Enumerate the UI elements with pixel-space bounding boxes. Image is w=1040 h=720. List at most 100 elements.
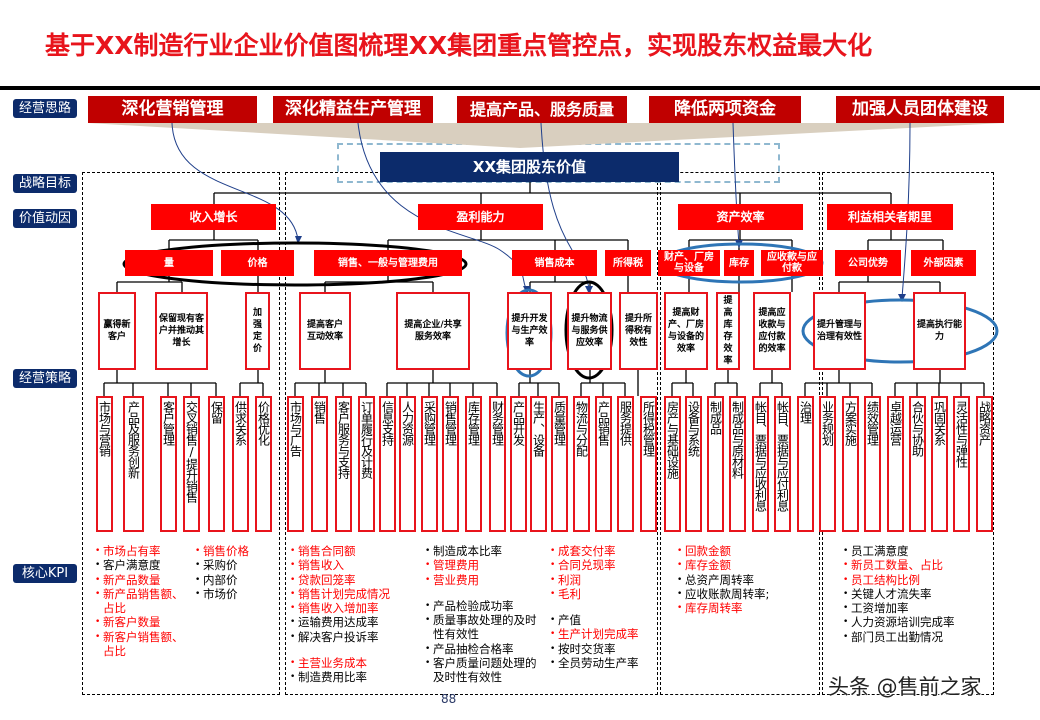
strategy-box: 提高企业/共享服务效率 bbox=[396, 292, 470, 370]
idea-quality: 提高产品、服务质量 bbox=[457, 96, 627, 123]
kpi-item: 市场价 bbox=[195, 587, 249, 602]
kpi-item: 贷款回笼率 bbox=[290, 573, 390, 588]
action-box: 所得税管理 bbox=[640, 396, 657, 532]
kpi-item: 人力资源培训完成率 bbox=[843, 615, 955, 630]
strategy-box: 赢得新客户 bbox=[98, 292, 136, 370]
action-box: 服务提供 bbox=[617, 396, 634, 532]
idea-team-building: 加强人员团体建设 bbox=[836, 96, 1004, 123]
title-divider bbox=[0, 86, 1040, 90]
action-box: 客户服务与支持 bbox=[335, 396, 352, 532]
group-revenue bbox=[82, 172, 280, 695]
driver-stakeholders: 利益相关者期里 bbox=[827, 204, 953, 230]
action-box: 市场与广告 bbox=[287, 396, 304, 532]
kpi-item: 销售价格 bbox=[195, 544, 249, 559]
kpi-list: 成套交付率合同兑现率利润毛利产值生产计划完成率按时交货率全员劳动生产率 bbox=[550, 544, 639, 671]
kpi-item: 销售合同额 bbox=[290, 544, 390, 559]
action-box: 价格优化 bbox=[255, 396, 272, 532]
sub-driver: 财产、厂房与设备 bbox=[658, 250, 720, 276]
funnel-shape bbox=[88, 123, 1004, 148]
sub-driver: 销售、一般与管理费用 bbox=[314, 250, 462, 276]
kpi-list: 销售价格采购价内部价市场价 bbox=[195, 544, 249, 601]
focus-ellipse-governance bbox=[801, 298, 999, 364]
kpi-item: 产品抽检合格率 bbox=[425, 642, 545, 657]
action-box: 巩固关系 bbox=[931, 396, 948, 532]
focus-ellipse-logistics bbox=[564, 280, 614, 380]
action-box: 帐目、票据与应付利息 bbox=[774, 396, 791, 532]
kpi-item: 利润 bbox=[550, 573, 639, 588]
action-box: 市场与营销 bbox=[96, 396, 113, 532]
driver-profitability: 盈利能力 bbox=[418, 204, 543, 230]
row-label-strategies: 经营策略 bbox=[13, 369, 77, 388]
shareholder-value: XX集团股东价值 bbox=[380, 152, 679, 182]
kpi-item: 成套交付率 bbox=[550, 544, 639, 559]
action-box: 订单履行及计费 bbox=[358, 396, 375, 532]
action-box: 帐目、票据与应收利息 bbox=[752, 396, 769, 532]
strategy-box: 保留现有客户并推动其增长 bbox=[155, 292, 208, 370]
kpi-item: 解决客户投诉率 bbox=[290, 630, 390, 645]
kpi-item: 全员劳动生产率 bbox=[550, 656, 639, 671]
kpi-list: 员工满意度新员工数量、占比员工结构比例关键人才流失率工资增加率人力资源培训完成率… bbox=[843, 544, 955, 644]
strategy-box: 提升物流与服务供应效率 bbox=[567, 292, 612, 370]
kpi-item: 销售计划完成情况 bbox=[290, 587, 390, 602]
focus-ellipse-volume-expense bbox=[122, 241, 468, 287]
strategy-box: 提升开发与生产效率 bbox=[507, 292, 552, 370]
page-number: 88 bbox=[441, 692, 457, 706]
sub-driver: 价格 bbox=[221, 250, 294, 276]
kpi-item: 工资增加率 bbox=[843, 601, 955, 616]
kpi-item: 管理费用 bbox=[425, 558, 545, 573]
kpi-item: 新产品数量 bbox=[95, 573, 190, 588]
kpi-list: 回款金额库存金额总资产周转率应收账款周转率;库存周转率 bbox=[677, 544, 769, 616]
action-box: 业务规划 bbox=[819, 396, 836, 532]
row-label-ideas: 经营思路 bbox=[13, 99, 77, 118]
sub-driver: 公司优势 bbox=[835, 250, 901, 276]
kpi-item: 客户质量问题处理的及时性有效性 bbox=[425, 656, 545, 685]
kpi-item: 销售收入增加率 bbox=[290, 601, 390, 616]
strategy-box: 提高应收款与应付款的效率 bbox=[753, 292, 791, 370]
strategy-box: 加强定价 bbox=[245, 292, 270, 370]
kpi-item: 质量事故处理的及时性有效性 bbox=[425, 613, 545, 642]
action-box: 治理 bbox=[797, 396, 814, 532]
action-box: 保留 bbox=[208, 396, 225, 532]
kpi-item: 产品检验成功率 bbox=[425, 599, 545, 614]
kpi-item: 按时交货率 bbox=[550, 642, 639, 657]
kpi-item: 新产品销售额、占比 bbox=[95, 587, 190, 616]
watermark: 头条 @售前之家 bbox=[828, 675, 982, 699]
strategy-box: 提高执行能力 bbox=[913, 292, 966, 370]
action-box: 方案实施 bbox=[842, 396, 859, 532]
kpi-item: 库存周转率 bbox=[677, 601, 769, 616]
kpi-item: 新员工数量、占比 bbox=[843, 558, 955, 573]
kpi-item: 客户满意度 bbox=[95, 558, 190, 573]
kpi-item: 毛利 bbox=[550, 587, 639, 602]
kpi-list: 市场占有率客户满意度新产品数量新产品销售额、占比新客户数量新客户销售额、占比 bbox=[95, 544, 190, 658]
strategy-box: 提高财产、厂房与设备的效率 bbox=[664, 292, 708, 370]
kpi-item: 应收账款周转率; bbox=[677, 587, 769, 602]
driver-revenue-growth: 收入增长 bbox=[151, 204, 276, 230]
kpi-item: 主营业务成本 bbox=[290, 656, 390, 671]
idea-reduce-funds: 降低两项资金 bbox=[649, 96, 801, 123]
sub-driver: 外部因素 bbox=[911, 250, 976, 276]
kpi-item: 产值 bbox=[550, 613, 639, 628]
kpi-item: 销售收入 bbox=[290, 558, 390, 573]
action-box: 房产与基础设施 bbox=[664, 396, 681, 532]
action-box: 人力资源 bbox=[399, 396, 416, 532]
kpi-item: 制造费用比率 bbox=[290, 670, 390, 685]
action-box: 库存管理 bbox=[465, 396, 482, 532]
row-label-drivers: 价值动因 bbox=[13, 209, 77, 228]
kpi-item: 部门员工出勤情况 bbox=[843, 630, 955, 645]
kpi-item: 市场占有率 bbox=[95, 544, 190, 559]
kpi-item: 制造成本比率 bbox=[425, 544, 545, 559]
action-box: 采购管理 bbox=[421, 396, 438, 532]
action-box: 卓越运营 bbox=[887, 396, 904, 532]
strategy-box: 提升所得税有效性 bbox=[619, 292, 658, 370]
action-box: 销售 bbox=[311, 396, 328, 532]
row-label-goal: 战略目标 bbox=[13, 174, 77, 193]
kpi-list: 制造成本比率管理费用营业费用产品检验成功率质量事故处理的及时性有效性产品抽检合格… bbox=[425, 544, 545, 685]
kpi-item: 营业费用 bbox=[425, 573, 545, 588]
action-box: 客户管理 bbox=[160, 396, 177, 532]
action-box: 绩效管理 bbox=[864, 396, 881, 532]
strategy-box: 提高客户互动效率 bbox=[299, 292, 351, 370]
kpi-item: 采购价 bbox=[195, 558, 249, 573]
kpi-list: 销售合同额销售收入贷款回笼率销售计划完成情况销售收入增加率运输费用达成率解决客户… bbox=[290, 544, 390, 685]
sub-driver: 库存 bbox=[724, 250, 754, 276]
kpi-item: 员工满意度 bbox=[843, 544, 955, 559]
